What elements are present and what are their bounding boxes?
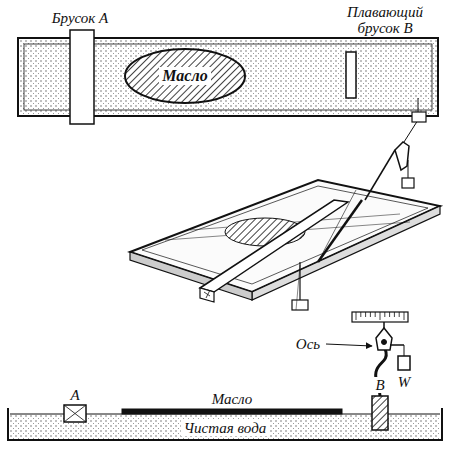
perspective-view (130, 98, 440, 310)
top-view (18, 30, 438, 124)
part-name: Плавающий брусок В (335, 4, 435, 37)
weight (398, 356, 410, 370)
bar-b (372, 396, 388, 430)
part-name: Ось (296, 336, 320, 353)
part-name: Брусок А (52, 10, 109, 27)
part-letter: B (372, 377, 387, 394)
bar-b (346, 52, 356, 98)
part-name: Чистая вода (181, 420, 269, 437)
weight-label: W (398, 374, 411, 391)
part-name: Масло (209, 391, 256, 408)
scale (352, 312, 408, 322)
part-letter: A (70, 387, 79, 404)
bar-a (70, 30, 94, 124)
bar-a (64, 405, 86, 422)
node-label: Масло (159, 67, 210, 85)
leader-line (326, 344, 372, 346)
oil-film (122, 409, 342, 414)
oil-patch: Масло (123, 47, 247, 105)
side-view (8, 312, 442, 440)
